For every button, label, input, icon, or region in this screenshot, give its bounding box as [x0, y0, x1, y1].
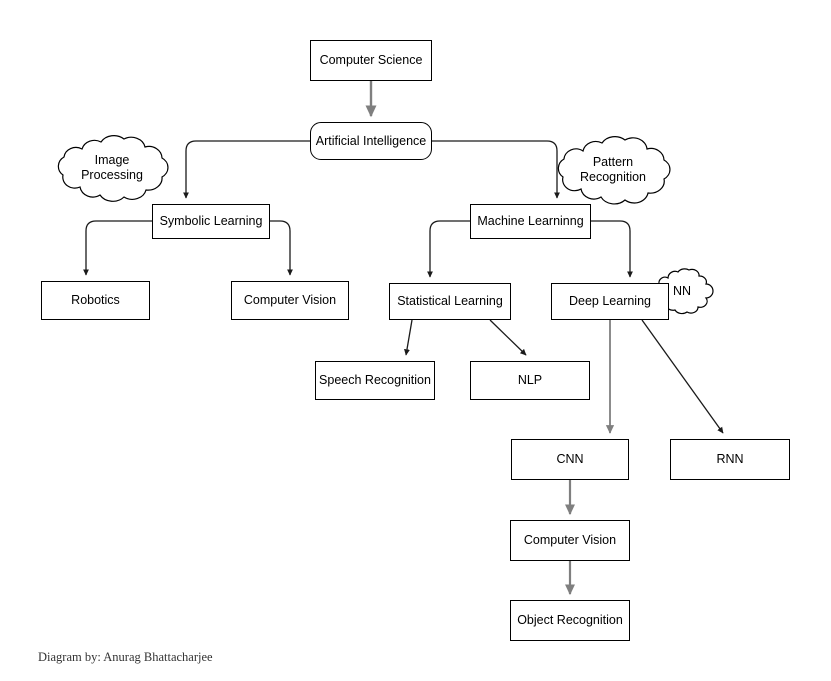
node-robotics[interactable]: Robotics [41, 281, 150, 320]
cloud-pattern-recognition[interactable]: Pattern Recognition [552, 134, 674, 206]
edge-machine-to-deep [591, 220, 633, 278]
edge-deep-to-rnn [641, 319, 724, 434]
cloud-image-processing[interactable]: Image Processing [52, 133, 172, 203]
node-computer-science[interactable]: Computer Science [310, 40, 432, 81]
node-computer-vision-1[interactable]: Computer Vision [231, 281, 349, 320]
edge-statistical-to-speech [404, 319, 413, 356]
node-artificial-intelligence[interactable]: Artificial Intelligence [310, 122, 432, 160]
node-speech-recognition[interactable]: Speech Recognition [315, 361, 435, 400]
edge-symbolic-to-robotics [83, 220, 152, 276]
node-statistical-learning[interactable]: Statistical Learning [389, 283, 511, 320]
node-computer-vision-2[interactable]: Computer Vision [510, 520, 630, 561]
node-symbolic-learning[interactable]: Symbolic Learning [152, 204, 270, 239]
cloud-shape [57, 135, 169, 202]
node-machine-learning[interactable]: Machine Learninng [470, 204, 591, 239]
edge-statistical-to-nlp [489, 319, 527, 356]
node-cnn[interactable]: CNN [511, 439, 629, 480]
edge-machine-to-statistical [427, 220, 470, 278]
edge-symbolic-to-cv1 [270, 220, 293, 276]
cloud-shape [557, 136, 671, 205]
node-deep-learning[interactable]: Deep Learning [551, 283, 669, 320]
diagram-caption: Diagram by: Anurag Bhattacharjee [38, 650, 213, 664]
edge-ai-to-symbolic [183, 140, 310, 199]
node-nlp[interactable]: NLP [470, 361, 590, 400]
node-object-recognition[interactable]: Object Recognition [510, 600, 630, 641]
edge-ai-to-machine [432, 140, 560, 199]
node-rnn[interactable]: RNN [670, 439, 790, 480]
